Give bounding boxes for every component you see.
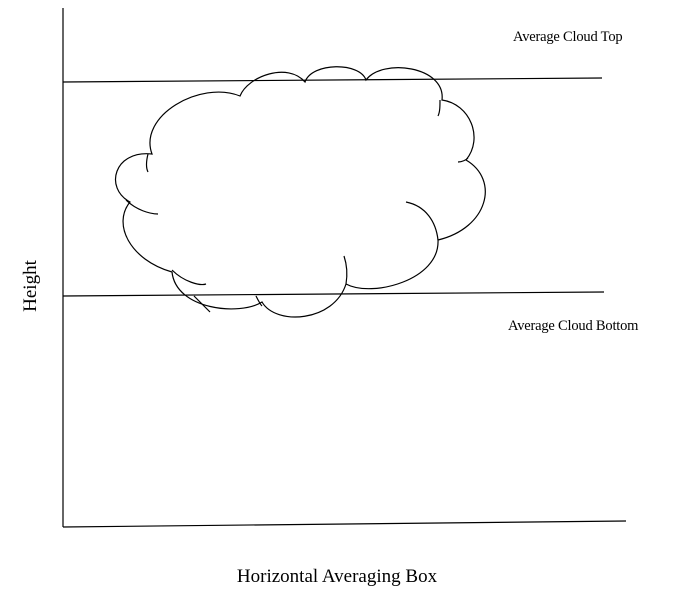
cloud-top-line [62,77,603,83]
cloud-inner-arc [145,153,149,173]
y-axis-label: Height [20,259,41,311]
cloud-inner-arc [171,269,207,286]
cloud-tail [193,295,211,313]
cloud-bottom-line [62,291,605,297]
cloud-inner-arc [255,295,263,307]
cloud-inner-arc [405,201,439,241]
cloud-inner-arc [125,199,159,215]
cloud-shape [114,66,486,318]
cloud-top-label: Average Cloud Top [513,29,622,45]
cloud-inner-arc [437,99,441,117]
cloud-bottom-label: Average Cloud Bottom [508,318,639,334]
cloud-inner-arc [457,157,469,163]
cloud-inner-arc [343,255,348,285]
x-axis-label: Horizontal Averaging Box [237,566,438,587]
x-axis-line [62,520,627,528]
